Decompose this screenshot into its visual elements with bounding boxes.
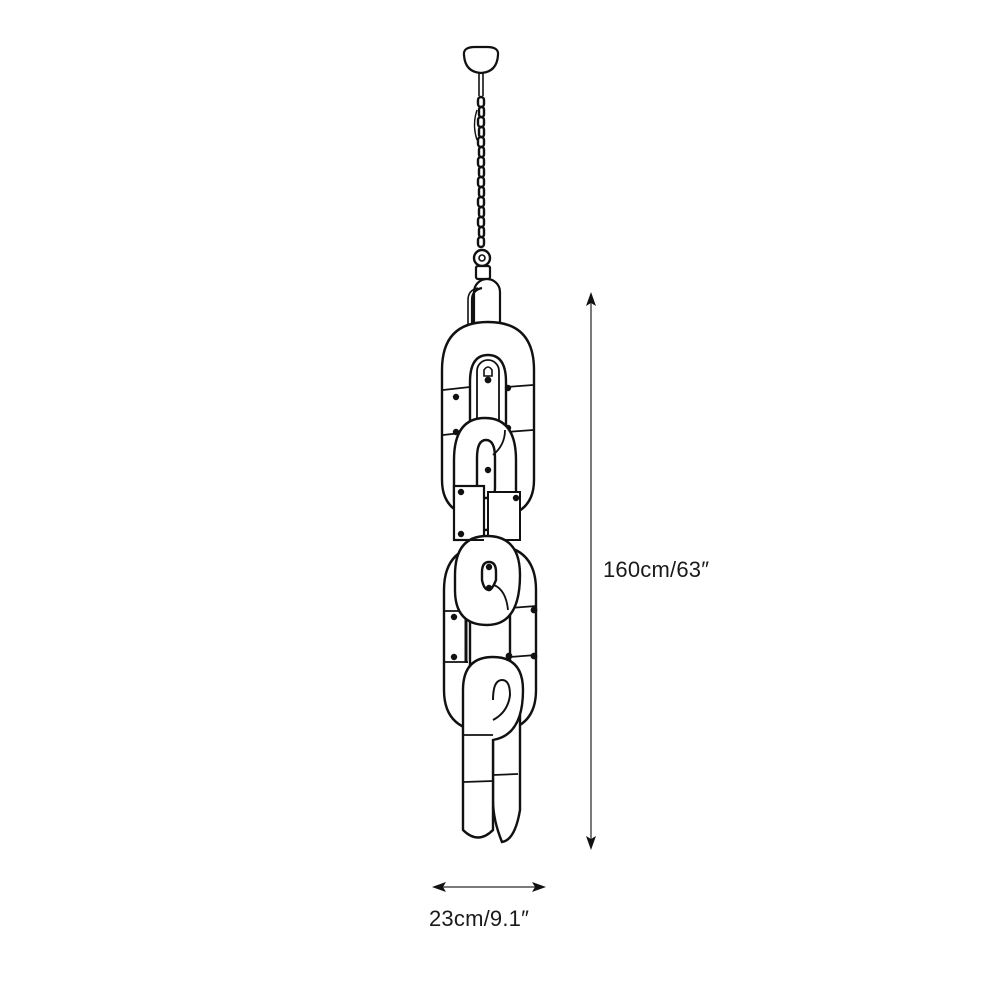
link-2 (452, 416, 521, 542)
height-dimension-label: 160cm/63″ (603, 557, 710, 582)
width-dimension-label: 23cm/9.1″ (429, 906, 530, 931)
link-4 (453, 534, 522, 627)
ceiling-canopy (462, 45, 500, 96)
arrow-left-icon (432, 882, 446, 892)
link-5 (461, 655, 525, 844)
width-dimension-line (432, 882, 546, 892)
suspension-chain (472, 95, 492, 268)
height-dimension-line (586, 292, 596, 850)
arrow-up-icon (586, 292, 596, 306)
arrow-down-icon (586, 836, 596, 850)
arrow-right-icon (532, 882, 546, 892)
